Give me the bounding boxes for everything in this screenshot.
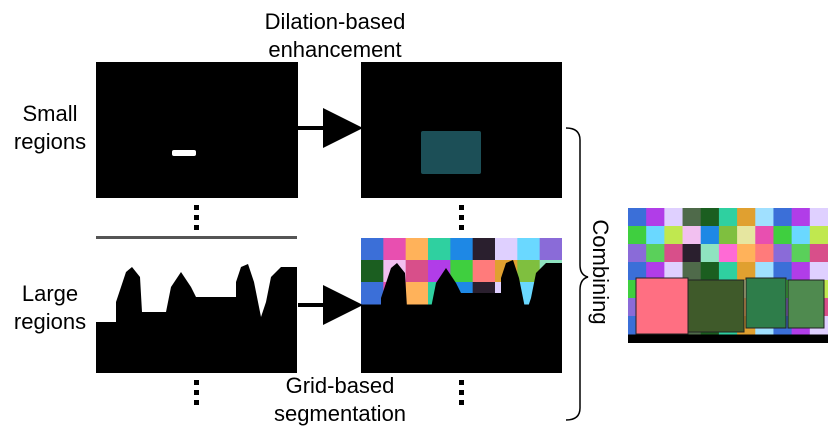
large-regions-mask xyxy=(96,242,297,373)
combined-cell xyxy=(646,244,665,263)
grid-cells xyxy=(361,238,562,373)
large-regions-top-strip xyxy=(96,236,297,239)
ellipsis-left-bottom xyxy=(194,380,200,410)
combined-cell xyxy=(628,244,647,263)
grid-cell xyxy=(517,260,541,283)
combined-cell xyxy=(682,208,702,227)
combined-cell xyxy=(791,244,811,263)
grid-cell xyxy=(361,260,384,283)
combined-cell xyxy=(718,262,738,281)
combined-cell xyxy=(682,226,702,245)
combined-cell xyxy=(664,244,684,263)
combined-block xyxy=(687,279,745,333)
combined-block xyxy=(787,279,825,329)
combined-cells xyxy=(628,208,828,335)
grid-cell xyxy=(495,238,518,261)
combined-cell xyxy=(755,226,774,245)
combined-cell xyxy=(700,244,720,263)
combined-cell xyxy=(809,244,828,263)
small-regions-mask xyxy=(96,62,298,198)
grid-segmentation-panel xyxy=(361,238,562,373)
combined-cell xyxy=(664,208,684,227)
combined-cell xyxy=(718,244,738,263)
grid-cell xyxy=(405,282,429,305)
combined-cell xyxy=(809,208,828,227)
combined-cell xyxy=(755,208,774,227)
combined-cell xyxy=(773,262,793,281)
combined-cell xyxy=(809,226,828,245)
ellipsis-left-top xyxy=(194,205,200,235)
combined-cell xyxy=(700,226,720,245)
combined-cell xyxy=(737,226,756,245)
combined-cell xyxy=(773,226,793,245)
grid-silhouette xyxy=(361,260,562,373)
combined-cell xyxy=(628,226,647,245)
grid-cell xyxy=(450,238,474,261)
combined-block xyxy=(635,277,689,335)
combined-block xyxy=(745,277,787,329)
ellipsis-right-bottom xyxy=(459,380,465,410)
ellipsis-right-top xyxy=(459,205,465,235)
combined-cell xyxy=(809,262,828,281)
combined-cell xyxy=(646,208,665,227)
grid-cell xyxy=(405,238,429,261)
combined-cell xyxy=(773,208,793,227)
small-region-blob xyxy=(172,150,196,156)
combined-cell xyxy=(737,262,756,281)
grid-cell xyxy=(405,260,429,283)
combined-cell xyxy=(791,226,811,245)
combined-cell xyxy=(755,262,774,281)
grid-cell xyxy=(361,238,384,261)
combined-cell xyxy=(700,262,720,281)
grid-cell xyxy=(450,260,474,283)
dilated-region xyxy=(421,131,481,174)
grid-cell xyxy=(517,238,541,261)
combining-brace xyxy=(565,127,589,421)
combined-cell xyxy=(646,226,665,245)
large-regions-shape xyxy=(96,264,297,373)
combined-cell xyxy=(682,262,702,281)
combined-cell xyxy=(791,208,811,227)
combined-cell xyxy=(773,244,793,263)
combined-cell xyxy=(718,226,738,245)
small-regions-label: Small regions xyxy=(13,101,87,154)
combined-cell xyxy=(755,244,774,263)
combined-cell xyxy=(791,262,811,281)
grid-cell xyxy=(383,238,407,261)
combined-cell xyxy=(718,208,738,227)
combined-cell xyxy=(737,244,756,263)
combined-cell xyxy=(628,208,647,227)
dilation-label: Dilation-based enhancement xyxy=(264,9,406,62)
grid-cell xyxy=(361,282,384,305)
grid-label: Grid-based segmentation xyxy=(273,373,407,426)
combined-cell xyxy=(682,244,702,263)
grid-cell xyxy=(428,238,451,261)
combined-cell xyxy=(628,262,647,281)
grid-cell xyxy=(472,260,496,283)
combined-cell xyxy=(737,208,756,227)
combined-result xyxy=(628,208,828,343)
combined-cell xyxy=(664,262,684,281)
combined-cell xyxy=(700,208,720,227)
combining-label: Combining xyxy=(588,219,613,325)
grid-cell xyxy=(539,238,562,261)
grid-cell xyxy=(472,238,496,261)
combined-cell xyxy=(664,226,684,245)
large-regions-label: Large regions xyxy=(13,281,87,334)
combined-cell xyxy=(646,262,665,281)
dilated-mask xyxy=(361,62,562,198)
